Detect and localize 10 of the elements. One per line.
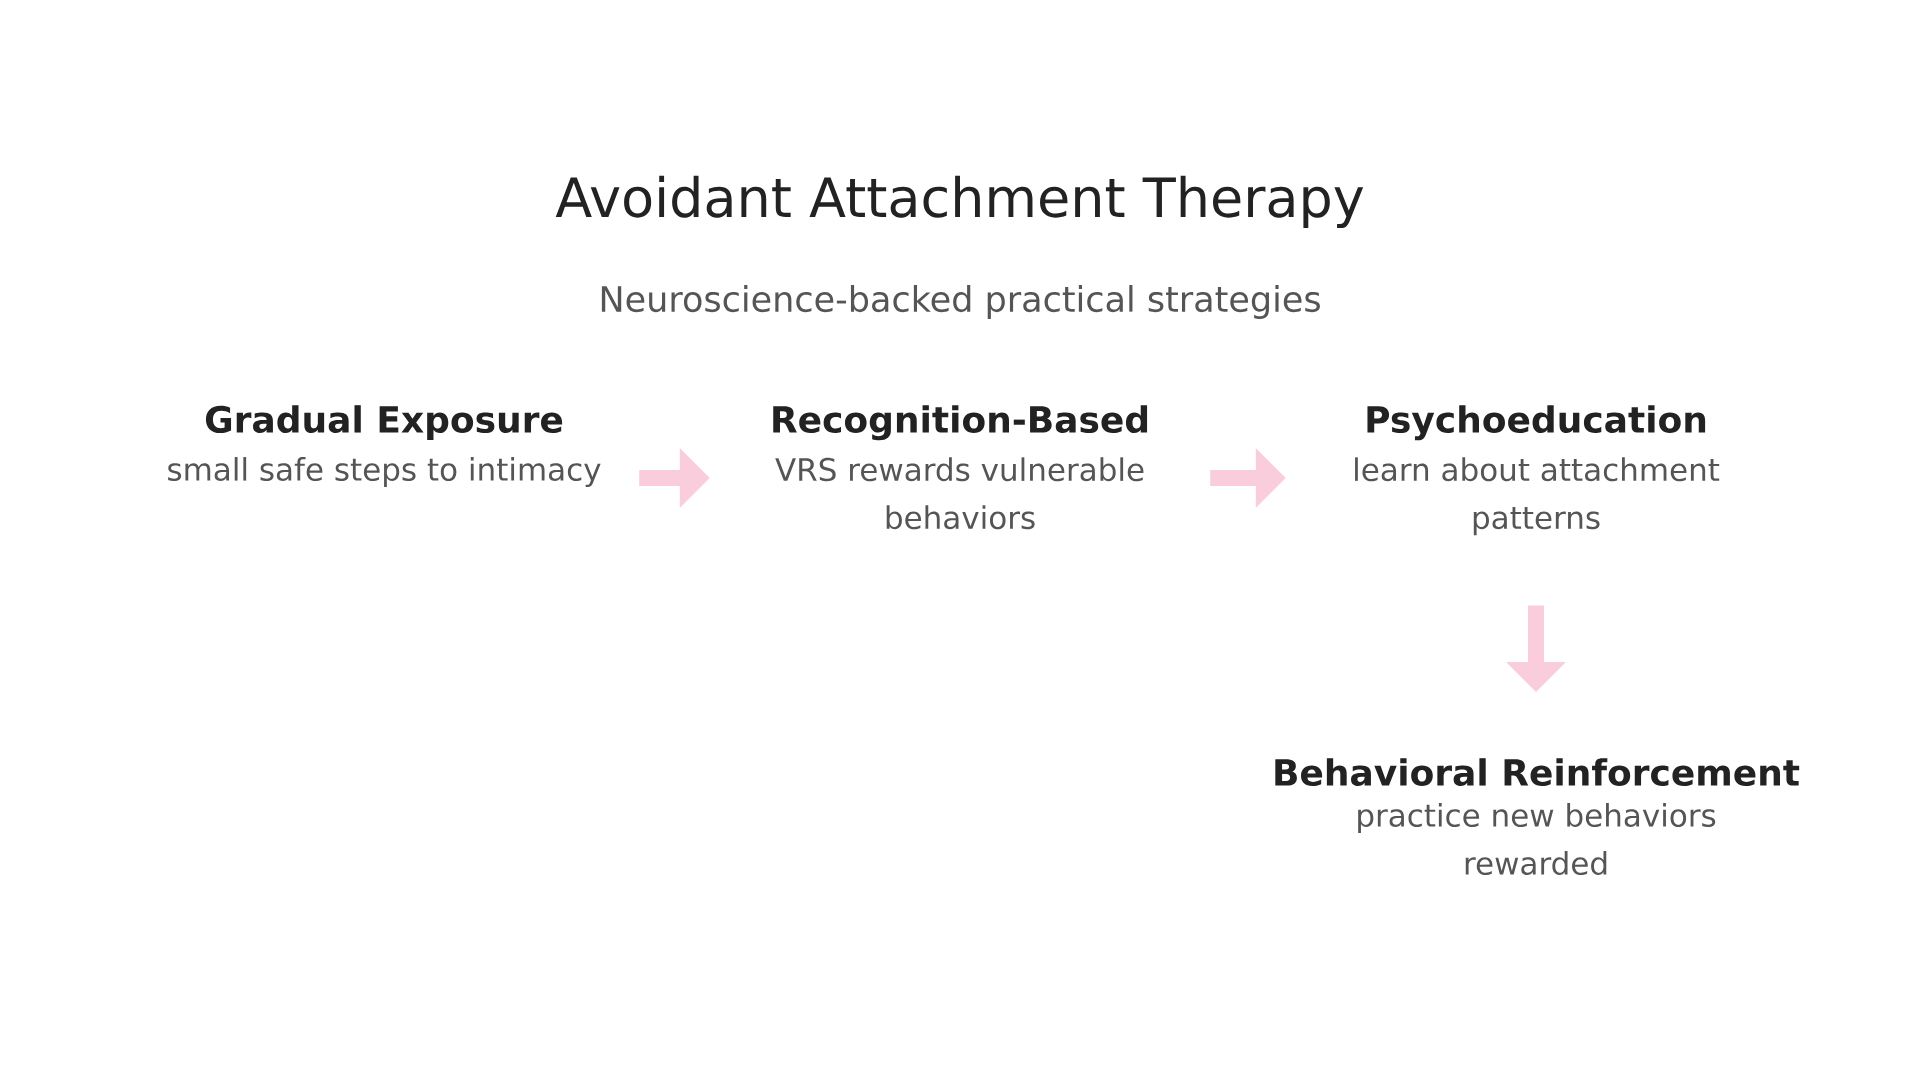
- step-description: learn about attachment patterns: [1355, 457, 1720, 536]
- subtitle: Neuroscience-backed practical strategies: [601, 285, 1320, 319]
- step-description: VRS rewards vulnerable behaviors: [775, 457, 1144, 530]
- step-description: small safe steps to intimacy: [168, 457, 601, 488]
- step-description: practice new behaviors rewarded: [1358, 803, 1716, 876]
- step-heading: Recognition-Based: [773, 405, 1148, 441]
- step-heading: Psychoeducation: [1367, 405, 1706, 441]
- step-heading: Gradual Exposure: [205, 405, 563, 441]
- title: Avoidant Attachment Therapy: [555, 175, 1364, 229]
- step-heading: Behavioral Reinforcement: [1275, 758, 1800, 787]
